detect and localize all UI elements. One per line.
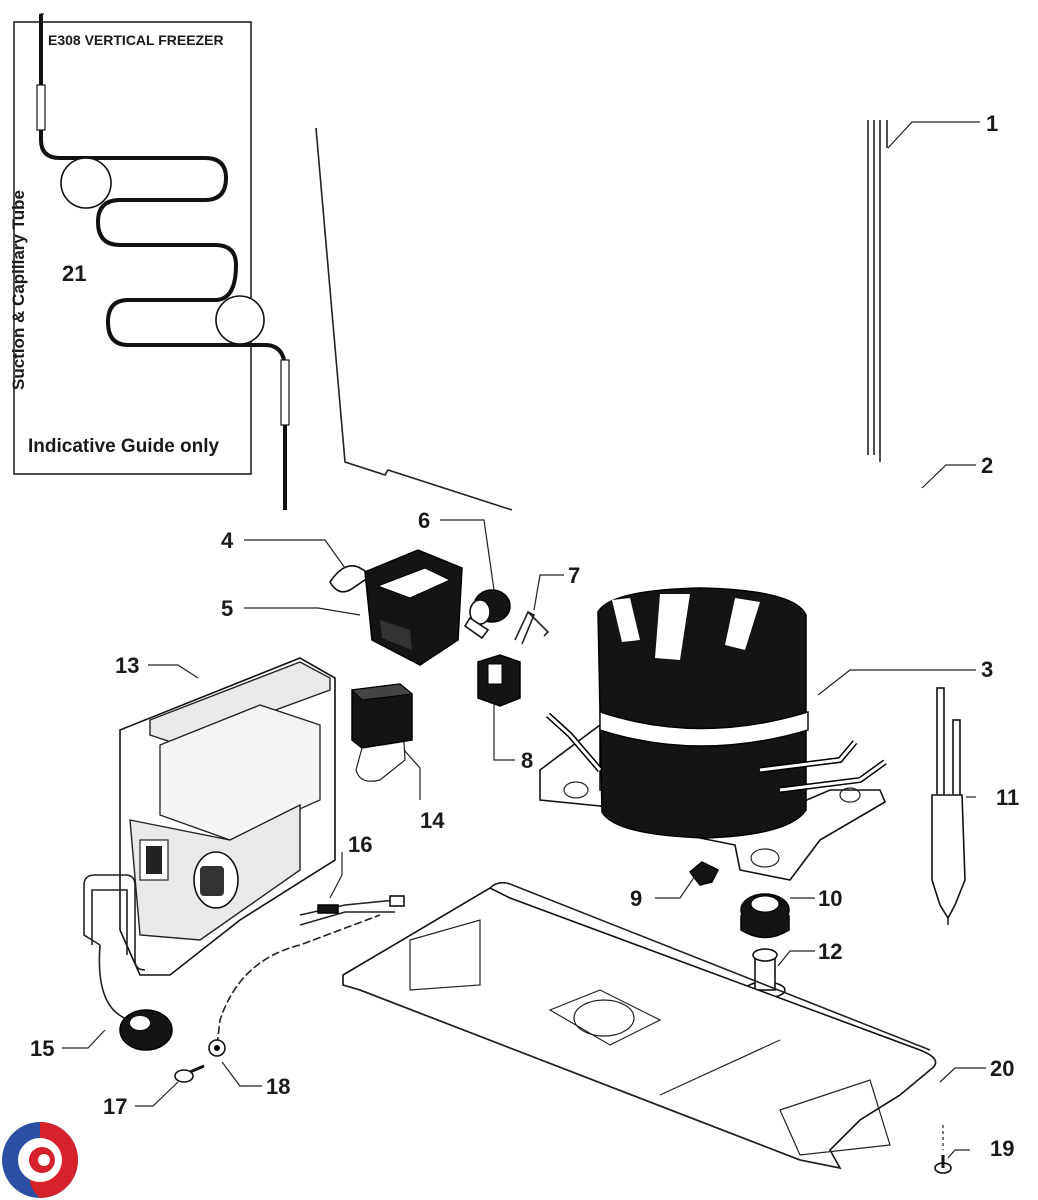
part-number-2: 2	[981, 453, 993, 478]
part-number-8: 8	[521, 748, 533, 773]
part-number-16: 16	[348, 832, 372, 857]
rubber-grommet	[740, 893, 790, 939]
starting-relay	[477, 654, 521, 707]
wire-leads	[299, 895, 405, 926]
part-number-21: 21	[62, 261, 86, 286]
part-number-6: 6	[418, 508, 430, 533]
part-number-13: 13	[115, 653, 139, 678]
part-number-11: 11	[996, 785, 1019, 810]
brand-logo	[2, 1122, 78, 1198]
part-number-18: 18	[266, 1074, 290, 1099]
callout-numbers: 1 2 3 4 5 6 7 8 9 10 11 12 13 14 15 16 1…	[30, 111, 1019, 1161]
cabinet-back-edge	[315, 127, 513, 511]
part-number-12: 12	[818, 939, 842, 964]
overload-protector	[463, 589, 511, 640]
inset-tube-guide: E308 VERTICAL FREEZER Suction & Capillar…	[9, 13, 290, 510]
leader-lines	[62, 121, 986, 1159]
heater-element	[83, 874, 173, 1051]
screw	[174, 1064, 205, 1083]
tube-joint-lower	[280, 359, 290, 426]
part-number-10: 10	[818, 886, 842, 911]
part-number-7: 7	[568, 563, 580, 588]
earth-lead	[208, 914, 381, 1057]
part-number-20: 20	[990, 1056, 1014, 1081]
relay-cover	[364, 549, 463, 666]
inset-title: E308 VERTICAL FREEZER	[48, 32, 224, 48]
cabinet-outline	[315, 120, 888, 511]
part-number-15: 15	[30, 1036, 54, 1061]
inset-side-label: Suction & Capillary Tube	[9, 190, 28, 390]
capillary-tube	[39, 14, 287, 510]
part-number-19: 19	[990, 1136, 1014, 1161]
part-number-17: 17	[103, 1094, 127, 1119]
part-number-1: 1	[986, 111, 998, 136]
inset-note: Indicative Guide only	[28, 436, 220, 457]
suction-coil-lower	[215, 295, 265, 345]
compressor	[539, 587, 887, 881]
part-number-4: 4	[221, 528, 234, 553]
relay-cover-clip	[329, 549, 463, 666]
mounting-clip	[688, 861, 720, 886]
inset-border	[13, 21, 252, 475]
base-screw	[934, 1125, 952, 1174]
compressor-shell	[597, 587, 807, 839]
wire-clip	[514, 610, 550, 645]
suction-coil-upper	[60, 157, 112, 209]
part-number-3: 3	[981, 657, 993, 682]
run-capacitor	[350, 683, 414, 782]
process-tube	[931, 687, 966, 925]
part-number-14: 14	[420, 808, 445, 833]
tube-joint-upper	[36, 84, 46, 131]
part-number-9: 9	[630, 886, 642, 911]
part-number-5: 5	[221, 596, 233, 621]
thermostat-housing	[119, 657, 336, 976]
base-plate	[342, 881, 937, 1170]
